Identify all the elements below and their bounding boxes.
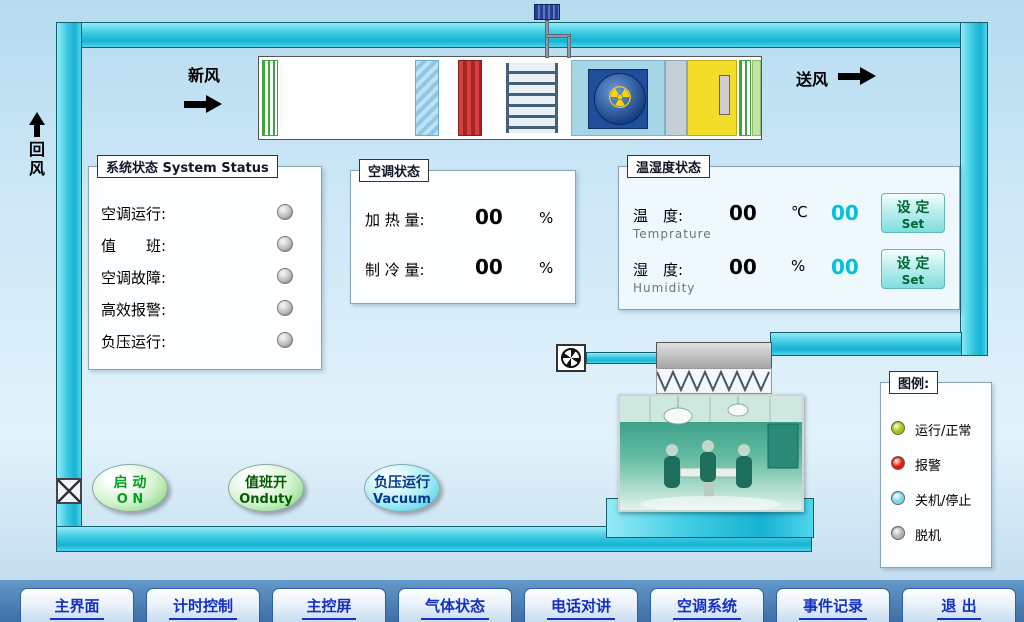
heating-unit: % — [539, 209, 554, 227]
legend-run-led — [891, 421, 905, 435]
system-status-title: 系统状态 System Status — [97, 155, 278, 178]
hepa-alarm-led — [277, 300, 293, 316]
nav-exit[interactable]: 退 出 — [902, 588, 1016, 622]
duct-right — [960, 22, 988, 356]
fresh-air-arrow-icon — [184, 101, 206, 108]
ac-status-title: 空调状态 — [359, 159, 430, 182]
ac-running-label: 空调运行: — [101, 205, 167, 223]
ac-status-panel: 空调状态 加 热 量: 00 % 制 冷 量: 00 % — [350, 159, 576, 304]
divider-section — [665, 60, 687, 136]
coil-zigzag — [656, 368, 772, 394]
humidifier-slot — [719, 75, 730, 115]
legend-stop-led — [891, 491, 905, 505]
fan-radiation-icon: ☢ — [594, 73, 646, 125]
temperature-setpoint: 00 — [831, 201, 859, 225]
legend-title: 图例: — [889, 371, 939, 394]
nav-main-screen[interactable]: 主界面 — [20, 588, 134, 622]
filter-section-left — [262, 60, 278, 136]
heating-label: 加 热 量: — [365, 211, 425, 229]
damper-icon — [56, 478, 82, 504]
fan-blades-icon — [561, 348, 581, 368]
heating-coil-section — [458, 60, 482, 136]
temperature-label: 温 度: — [633, 207, 684, 225]
legend-alarm-label: 报警 — [915, 459, 942, 474]
on-duty-label: 值 班: — [101, 237, 167, 255]
nav-event-log[interactable]: 事件记录 — [776, 588, 890, 622]
humidifier-section — [687, 60, 737, 136]
return-air-label: 回 风 — [24, 112, 50, 178]
temperature-unit: ℃ — [791, 203, 808, 221]
nav-intercom[interactable]: 电话对讲 — [524, 588, 638, 622]
humidity-setpoint: 00 — [831, 255, 859, 279]
hepa-alarm-label: 高效报警: — [101, 301, 167, 319]
fan-section: ☢ — [571, 60, 665, 136]
nav-gas-status[interactable]: 气体状态 — [398, 588, 512, 622]
supply-air-label: 送风 — [796, 70, 829, 89]
legend-run-label: 运行/正常 — [915, 424, 972, 439]
valve-actuator-icon — [534, 4, 560, 20]
duct-mid-right — [770, 332, 962, 356]
ac-fault-label: 空调故障: — [101, 269, 167, 287]
system-status-panel: 系统状态 System Status 空调运行: 值 班: 空调故障: 高效报警… — [88, 155, 322, 370]
legend-panel: 图例: 运行/正常 报警 关机/停止 脱机 — [880, 371, 992, 568]
plenum-box — [656, 342, 772, 370]
fresh-air-arrow-head-icon — [206, 95, 222, 113]
temp-humidity-panel: 温湿度状态 温 度: Temprature 00 ℃ 00 设 定 Set 湿 … — [618, 155, 960, 310]
return-air-arrow-icon — [29, 112, 45, 125]
humidity-set-button[interactable]: 设 定 Set — [881, 249, 945, 289]
filter-section-right — [739, 60, 751, 136]
cooling-unit: % — [539, 259, 554, 277]
start-button[interactable]: 启 动 O N — [92, 464, 168, 512]
legend-stop-label: 关机/停止 — [915, 494, 972, 509]
legend-alarm-led — [891, 456, 905, 470]
humidity-label: 湿 度: — [633, 261, 684, 279]
nav-timing-control[interactable]: 计时控制 — [146, 588, 260, 622]
temperature-value: 00 — [729, 201, 757, 225]
pipe-vertical — [545, 20, 549, 58]
cooling-value: 00 — [475, 255, 503, 279]
nav-main-control[interactable]: 主控屏 — [272, 588, 386, 622]
on-duty-led — [277, 236, 293, 252]
temperature-sublabel: Temprature — [633, 227, 712, 241]
operating-room-photo — [618, 394, 804, 512]
heating-value: 00 — [475, 205, 503, 229]
humidity-value: 00 — [729, 255, 757, 279]
humidity-unit: % — [791, 257, 806, 275]
vacuum-button[interactable]: 负压运行 Vacuum — [364, 464, 440, 512]
air-handling-unit: ☢ — [258, 56, 762, 140]
duct-left — [56, 22, 82, 552]
bottom-nav-bar: 主界面 计时控制 主控屏 气体状态 电话对讲 空调系统 事件记录 退 出 — [0, 580, 1024, 622]
pipe-drop — [567, 36, 571, 58]
cooling-label: 制 冷 量: — [365, 261, 425, 279]
duct-thin — [586, 352, 658, 364]
return-air-arrow-stem — [34, 125, 40, 137]
onduty-button[interactable]: 值班开 Onduty — [228, 464, 304, 512]
exhaust-fan-unit — [556, 344, 586, 372]
outlet-section — [752, 60, 761, 136]
negative-pressure-led — [277, 332, 293, 348]
ac-fault-led — [277, 268, 293, 284]
supply-air-arrow-icon — [838, 73, 860, 80]
cooling-coil-section — [415, 60, 439, 136]
supply-air-arrow-head-icon — [860, 67, 876, 85]
temp-humidity-title: 温湿度状态 — [627, 155, 711, 178]
ac-running-led — [277, 204, 293, 220]
temperature-set-button[interactable]: 设 定 Set — [881, 193, 945, 233]
humidity-sublabel: Humidity — [633, 281, 696, 295]
duct-top — [60, 22, 986, 48]
legend-offline-label: 脱机 — [915, 529, 942, 544]
legend-offline-led — [891, 526, 905, 540]
negative-pressure-label: 负压运行: — [101, 333, 167, 351]
ladder-section — [506, 63, 558, 133]
fresh-air-label: 新风 — [188, 66, 221, 85]
nav-ac-system[interactable]: 空调系统 — [650, 588, 764, 622]
